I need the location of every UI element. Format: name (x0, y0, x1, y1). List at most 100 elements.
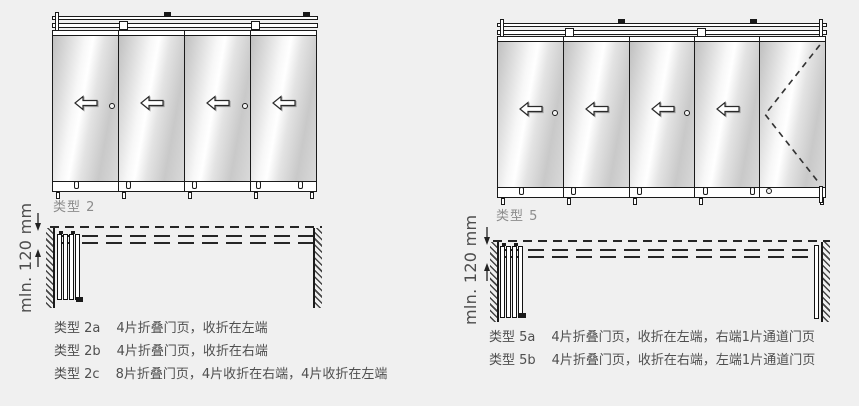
caption-code: 类型 2a (54, 321, 101, 336)
door-panel (184, 30, 251, 192)
door-panel (118, 30, 185, 192)
slide-direction-arrow-icon (715, 101, 740, 117)
panel-bottom-rail (185, 182, 250, 191)
floor-guide-slot (750, 187, 755, 195)
panel-top-rail (251, 31, 316, 36)
caption-desc: 4片折叠门页，收折在左端，右端1片通道门页 (551, 330, 815, 345)
floor-pivot-peg (310, 192, 314, 199)
hinge-cap (71, 231, 75, 234)
track-bolt (164, 12, 171, 16)
door-panel (250, 30, 317, 192)
panel-top-rail (564, 37, 629, 42)
stack-foot (519, 313, 526, 318)
stack-foot (76, 297, 83, 302)
top-track-lower-rail (52, 23, 318, 28)
floor-guide-slot (256, 181, 261, 189)
panel-bottom-rail (695, 188, 760, 197)
caption-desc: 4片折叠门页，收折在左端 (116, 321, 268, 336)
glass-pane (185, 36, 250, 182)
panel-bottom-rail (119, 182, 184, 191)
track-bolt (303, 12, 310, 16)
door-knob (242, 103, 248, 109)
glass-pane (251, 36, 316, 182)
top-track-upper-rail (52, 16, 318, 20)
panel-bottom-rail (53, 182, 118, 191)
panel-bottom-rail (760, 188, 825, 197)
floor-pivot-peg (188, 192, 192, 199)
roller-hanger (119, 21, 128, 30)
floor-pivot-peg (254, 192, 258, 199)
panel-top-rail (119, 31, 184, 36)
floor-pivot-peg (122, 192, 126, 199)
floor-pivot-peg (567, 198, 571, 205)
folded-panel-bar (63, 234, 68, 300)
dimension-arrows-icon (35, 213, 41, 267)
floor-pivot-peg (56, 192, 60, 199)
floor-guide-slot (703, 187, 708, 195)
floor-guide-slot (192, 181, 197, 189)
panel-top-rail (630, 37, 695, 42)
caption-row: 类型 2b 4片折叠门页，收折在右端 (54, 340, 268, 359)
door-panel (497, 36, 564, 198)
caption-code: 类型 2b (54, 344, 101, 359)
floor-guide-slot (298, 181, 303, 189)
passage-door-plan-bar (814, 245, 819, 319)
glass-pane (695, 42, 760, 188)
hinge-cap (59, 231, 63, 234)
floor-guide-slot (519, 187, 524, 195)
glass-pane (53, 36, 118, 182)
wall-hatch-right (313, 228, 322, 308)
panel-bottom-rail (630, 188, 695, 197)
track-dashed-line (493, 240, 830, 242)
slide-direction-arrow-icon (73, 95, 98, 111)
caption-desc: 4片折叠门页，收折在右端，左端1片通道门页 (551, 353, 816, 368)
caption-row: 类型 2c 8片折叠门页，4片收折在右端，4片收折在左端 (54, 363, 387, 382)
min-clearance-dim-label: mln. 120 mm (461, 214, 480, 325)
caption-row: 类型 2a 4片折叠门页，收折在左端 (54, 317, 268, 336)
caption-desc: 4片折叠门页，收折在右端 (116, 344, 268, 359)
slide-direction-arrow-icon (139, 95, 164, 111)
swing-direction-dashes-icon (764, 44, 821, 185)
door-knob (552, 110, 558, 116)
floor-pivot-peg (633, 198, 637, 205)
hinge-cap (502, 243, 506, 246)
door-panel (629, 36, 696, 198)
wall-hatch-left (46, 228, 55, 308)
door-panel (563, 36, 630, 198)
panel-top-rail (695, 37, 760, 42)
track-bolt (618, 19, 625, 23)
folded-panel-bar (69, 234, 74, 300)
floor-guide-slot (126, 181, 131, 189)
floor-guide-slot (637, 187, 642, 195)
door-knob (684, 110, 690, 116)
glass-pane (119, 36, 184, 182)
folded-panel-bar (512, 246, 517, 318)
floor-pivot-peg (501, 198, 505, 205)
panel-bottom-rail (251, 182, 316, 191)
slide-direction-arrow-icon (518, 101, 543, 117)
caption-code: 类型 2c (54, 367, 100, 382)
door-knob (109, 103, 115, 109)
panel-top-rail (53, 31, 118, 36)
folded-panel-bar (506, 246, 511, 318)
glass-pane (760, 42, 825, 188)
door-panel (694, 36, 761, 198)
wall-hatch-right (821, 242, 830, 322)
panel-top-rail (760, 37, 825, 42)
top-track-lower-rail (497, 30, 827, 35)
track-dashed-line (50, 226, 322, 228)
slide-direction-arrow-icon (584, 101, 609, 117)
caption-code: 类型 5a (489, 330, 536, 345)
slide-direction-arrow-icon (650, 101, 675, 117)
hinge-cap (514, 243, 518, 246)
track-dashed-line (504, 256, 818, 258)
dimension-arrows-icon (484, 227, 490, 281)
caption-desc: 8片折叠门页，4片收折在右端，4片收折在左端 (115, 367, 388, 382)
track-dashed-line (58, 242, 316, 244)
panel-top-rail (498, 37, 563, 42)
floor-pivot-knob (766, 188, 772, 194)
floor-guide-slot (571, 187, 576, 195)
glass-pane (564, 42, 629, 188)
